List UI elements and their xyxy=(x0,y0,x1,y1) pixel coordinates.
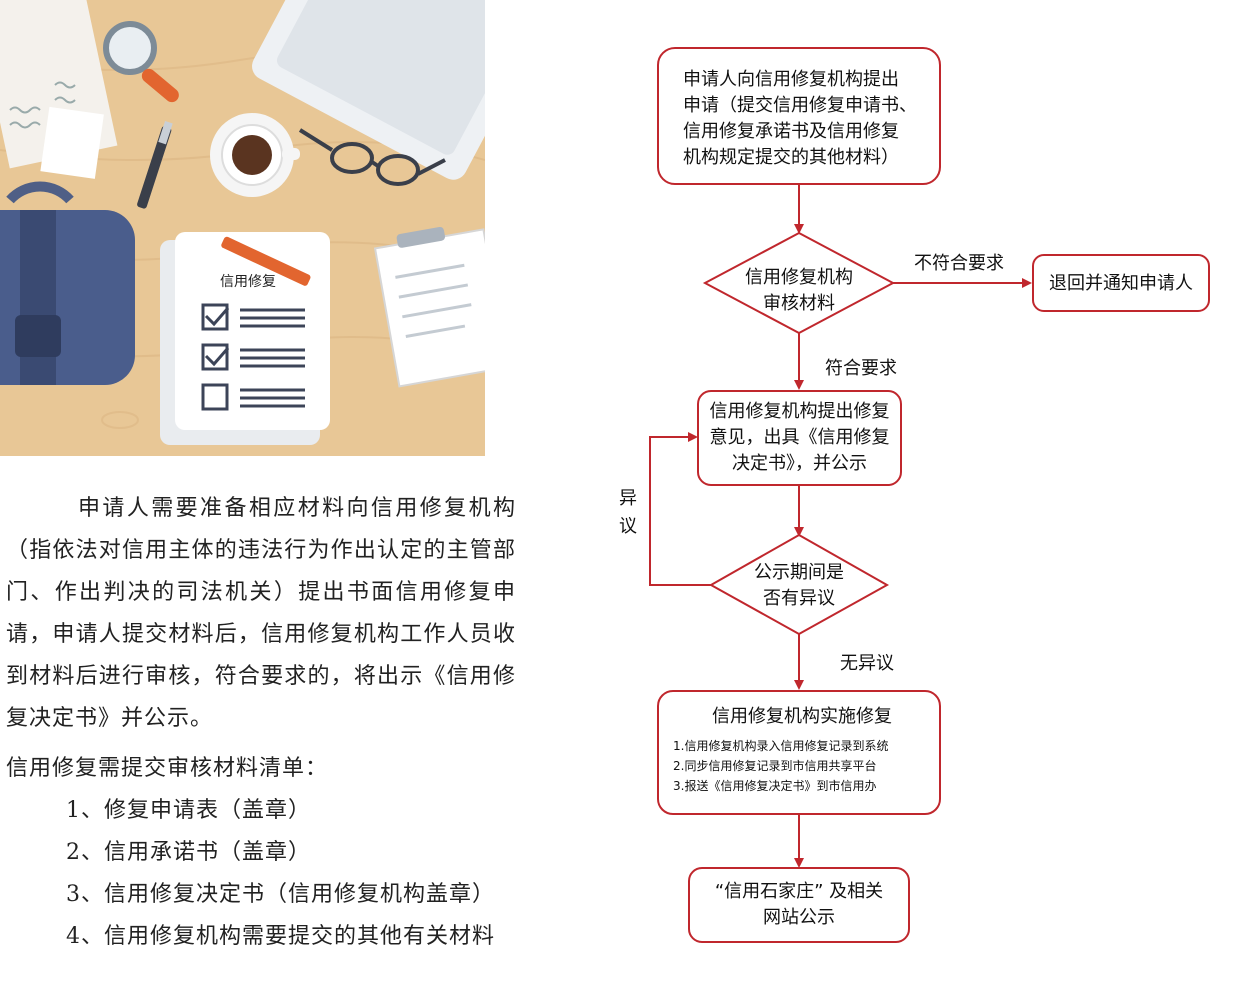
pass-label: 符合要求 xyxy=(825,358,897,379)
objection-label-char: 异 xyxy=(619,488,637,509)
decision-objection-text: 公示期间是 否有异议 xyxy=(734,560,864,612)
step-implement-item: 2.同步信用修复记录到市信用共享平台 xyxy=(673,759,877,773)
step-implement-item: 3.报送《信用修复决定书》到市信用办 xyxy=(673,779,877,793)
briefcase-icon xyxy=(0,181,135,385)
decision-review-line: 信用修复机构 xyxy=(745,267,853,288)
description-paragraph: 申请人需要准备相应材料向信用修复机构（指依法对信用主体的违法行为作出认定的主管部… xyxy=(6,496,516,731)
decision-objection-diamond xyxy=(708,533,890,636)
reject-box-text: 退回并通知申请人 xyxy=(1049,273,1193,294)
decision-review-line: 审核材料 xyxy=(763,293,835,314)
materials-item: 3、信用修复决定书（信用修复机构盖章） xyxy=(66,882,495,907)
description-block: 申请人需要准备相应材料向信用修复机构（指依法对信用主体的违法行为作出认定的主管部… xyxy=(6,488,516,958)
paper-title: 信用修复 xyxy=(220,273,276,290)
step-opinion-line: 意见，出具《信用修复 xyxy=(709,427,890,448)
arrow-objection-loop xyxy=(649,432,711,586)
desk-illustration-svg: 信用修复 xyxy=(0,0,485,456)
step-publicize-line: “信用石家庄” 及相关 xyxy=(714,881,884,902)
step-implement-item: 1.信用修复机构录入信用修复记录到系统 xyxy=(673,739,889,753)
step-implement-box: 信用修复机构实施修复 1.信用修复机构录入信用修复记录到系统 2.同步信用修复记… xyxy=(657,690,941,815)
step-apply-line: 信用修复承诺书及信用修复 xyxy=(683,121,899,142)
step-publicize-line: 网站公示 xyxy=(763,907,835,928)
laptop-icon xyxy=(252,0,485,180)
reject-box: 退回并通知申请人 xyxy=(1032,254,1210,312)
materials-item: 1、修复申请表（盖章） xyxy=(66,798,311,823)
objection-label: 异 议 xyxy=(619,485,637,541)
decision-objection-line: 否有异议 xyxy=(763,588,835,609)
decision-review-diamond xyxy=(702,231,896,335)
step-implement-title: 信用修复机构实施修复 xyxy=(712,706,892,727)
step-apply-line: 申请人向信用修复机构提出 xyxy=(683,69,899,90)
notes-paper xyxy=(0,0,118,179)
materials-item: 4、信用修复机构需要提交的其他有关材料 xyxy=(66,924,495,949)
no-objection-label: 无异议 xyxy=(840,653,894,674)
decision-review-text: 信用修复机构 审核材料 xyxy=(729,265,869,317)
pen-icon xyxy=(137,120,173,209)
clipboard-icon xyxy=(373,226,485,388)
step-apply-box: 申请人向信用修复机构提出 申请（提交信用修复申请书、 信用修复承诺书及信用修复 … xyxy=(657,47,941,185)
materials-list-title: 信用修复需提交审核材料清单： xyxy=(6,756,329,781)
step-apply-line: 申请（提交信用修复申请书、 xyxy=(683,95,917,116)
desk-illustration: 信用修复 xyxy=(0,0,485,456)
materials-item: 2、信用承诺书（盖章） xyxy=(66,840,311,865)
step-apply-line: 机构规定提交的其他材料） xyxy=(683,147,899,168)
step-opinion-line: 信用修复机构提出修复 xyxy=(709,401,890,422)
decision-objection-line: 公示期间是 xyxy=(754,562,844,583)
coffee-cup-icon xyxy=(210,113,300,197)
reject-label: 不符合要求 xyxy=(914,253,1004,274)
step-opinion-line: 决定书》，并公示 xyxy=(732,453,867,474)
step-opinion-box: 信用修复机构提出修复 意见，出具《信用修复 决定书》，并公示 xyxy=(697,390,902,486)
objection-label-char: 议 xyxy=(619,516,637,537)
step-publicize-box: “信用石家庄” 及相关 网站公示 xyxy=(688,867,910,943)
glasses-icon xyxy=(298,128,446,186)
magnifier-icon xyxy=(103,21,179,103)
credit-form-paper xyxy=(160,232,330,445)
step-implement-list: 1.信用修复机构录入信用修复记录到系统 2.同步信用修复记录到市信用共享平台 3… xyxy=(673,736,931,796)
